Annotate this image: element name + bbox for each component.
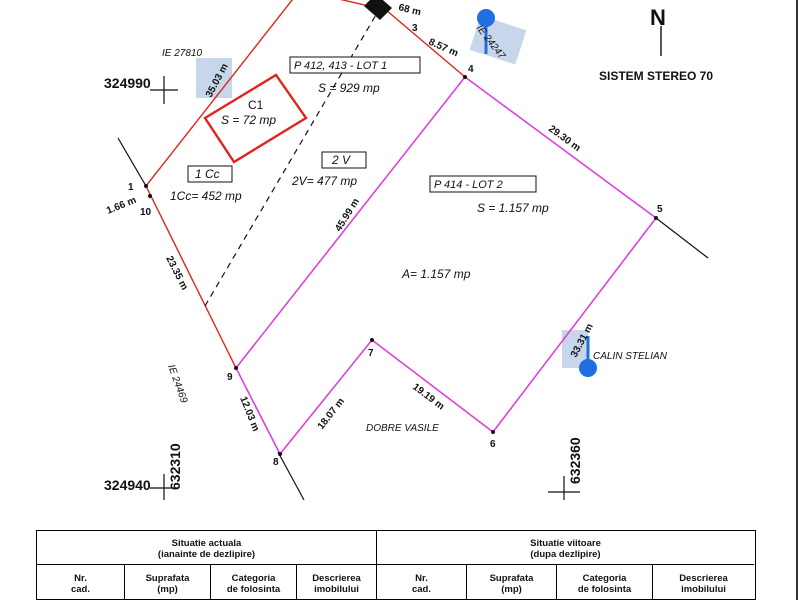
col-right-nr-cad-l1: Nr. xyxy=(415,573,428,584)
v-box xyxy=(321,151,367,169)
cadastral-plan: N SISTEM STEREO 70 324990 324940 632310 … xyxy=(104,0,713,500)
v-area: 2V= 477 mp xyxy=(291,174,357,188)
col-left-descrierea: Descrierea imobilului xyxy=(297,565,376,599)
lot1-title-box xyxy=(289,56,421,74)
table-left-header: Situatie actuala (ianainte de dezlipire) xyxy=(37,531,376,565)
ext-line-8 xyxy=(277,451,305,500)
point-10: 10 xyxy=(140,207,152,218)
table-future-situation: Situatie viitoare (dupa dezlipire) Nr. c… xyxy=(377,531,754,599)
vertex-7 xyxy=(370,338,374,342)
c1-area: S = 72 mp xyxy=(221,113,276,127)
building-c1 xyxy=(203,73,308,164)
table-right-header: Situatie viitoare (dupa dezlipire) xyxy=(377,531,754,565)
col-left-suprafata: Suprafata (mp) xyxy=(125,565,211,599)
dist-8-7: 18.07 m xyxy=(316,396,347,432)
col-right-suprafata-l2: (mp) xyxy=(501,584,522,595)
ext-line-1 xyxy=(117,137,147,187)
col-left-categoria-l1: Categoria xyxy=(231,573,276,584)
col-right-suprafata: Suprafata (mp) xyxy=(467,565,557,599)
dist-3-4: 8.57 m xyxy=(427,37,460,60)
vertex-4 xyxy=(463,75,467,79)
col-right-descrierea: Descrierea imobilului xyxy=(653,565,754,599)
dist-4-9: 45.99 m xyxy=(333,197,362,234)
col-left-nr-cad: Nr. cad. xyxy=(37,565,125,599)
vertex-10 xyxy=(148,194,152,198)
marker-top xyxy=(477,9,495,54)
north-label: N xyxy=(650,5,666,30)
highlight-35m xyxy=(196,58,232,98)
point-3: 3 xyxy=(412,23,418,34)
cc-area: 1Cc= 452 mp xyxy=(170,189,242,203)
neighbor-calin: CALIN STELIAN xyxy=(593,351,668,362)
marker-calin xyxy=(579,336,597,377)
neighbor-ie27810: IE 27810 xyxy=(162,48,202,59)
vertex-8 xyxy=(278,452,282,456)
col-right-descrierea-l2: imobilului xyxy=(681,584,726,595)
point-1: 1 xyxy=(128,182,134,193)
left-header-line2: (ianainte de dezlipire) xyxy=(157,549,256,560)
lot2-area: S = 1.157 mp xyxy=(477,201,549,215)
grid-x-right: 632360 xyxy=(567,437,583,484)
col-right-suprafata-l1: Suprafata xyxy=(489,573,534,584)
point-9: 9 xyxy=(227,372,233,383)
vertex-1 xyxy=(144,184,148,188)
lot2-boundary xyxy=(235,76,658,456)
lot1-top-edge-2 xyxy=(385,9,466,78)
cc-label: 1 Cc xyxy=(195,167,220,181)
parcel-table: Situatie actuala (ianainte de dezlipire)… xyxy=(36,530,756,600)
point-7: 7 xyxy=(368,348,374,359)
point-6: 6 xyxy=(490,439,496,450)
col-right-descrierea-l1: Descrierea xyxy=(679,573,728,584)
cc-box xyxy=(187,165,233,183)
table-current-situation: Situatie actuala (ianainte de dezlipire)… xyxy=(37,531,377,599)
neighbor-dobre: DOBRE VASILE xyxy=(366,423,439,434)
col-left-categoria: Categoria de folosinta xyxy=(211,565,297,599)
lot2-area-a: A= 1.157 mp xyxy=(401,267,471,281)
col-left-nr-cad-l1: Nr. xyxy=(74,573,87,584)
right-header-line1: Situatie viitoare xyxy=(530,538,601,549)
col-left-descrierea-l2: imobilului xyxy=(314,584,359,595)
lot2-title: P 414 - LOT 2 xyxy=(434,179,503,191)
lot1-title: P 412, 413 - LOT 1 xyxy=(294,60,387,72)
dist-10-9: 23.35 m xyxy=(163,254,190,292)
c1-label: C1 xyxy=(248,98,264,112)
left-header-line1: Situatie actuala xyxy=(171,538,242,549)
corner-block xyxy=(364,0,392,20)
dist-9-8: 12.03 m xyxy=(237,395,261,433)
col-right-categoria-l1: Categoria xyxy=(582,573,627,584)
point-4: 4 xyxy=(468,64,474,75)
col-right-categoria-l2: de folosinta xyxy=(577,584,632,595)
col-left-suprafata-l2: (mp) xyxy=(157,584,178,595)
dist-7-6: 19.19 m xyxy=(410,382,446,413)
col-right-nr-cad: Nr. cad. xyxy=(377,565,467,599)
ext-line-5 xyxy=(655,217,709,259)
col-left-descrierea-l1: Descrierea xyxy=(312,573,361,584)
point-8: 8 xyxy=(273,457,279,468)
dist-1-10: 1.66 m xyxy=(105,195,138,217)
v-label: 2 V xyxy=(331,153,351,167)
col-left-categoria-l2: de folosinta xyxy=(226,584,281,595)
system-label: SISTEM STEREO 70 xyxy=(599,69,713,83)
right-edge-line xyxy=(796,0,798,600)
grid-y-bottom: 324940 xyxy=(104,477,151,493)
col-right-categoria: Categoria de folosinta xyxy=(557,565,653,599)
col-left-nr-cad-l2: cad. xyxy=(70,584,90,595)
point-5: 5 xyxy=(657,204,663,215)
neighbor-ie24469: IE 24469 xyxy=(165,363,189,405)
vertex-9 xyxy=(234,366,238,370)
dist-top: 68 m xyxy=(397,2,422,18)
lot1-area: S = 929 mp xyxy=(318,81,380,95)
col-left-suprafata-l1: Suprafata xyxy=(145,573,190,584)
col-right-nr-cad-l2: cad. xyxy=(411,584,431,595)
grid-x-left: 632310 xyxy=(167,443,183,490)
right-header-line2: (dupa dezlipire) xyxy=(530,549,601,560)
lot2-title-box xyxy=(429,175,537,193)
vertex-5 xyxy=(654,216,658,220)
vertex-6 xyxy=(491,430,495,434)
grid-y-top: 324990 xyxy=(104,75,151,91)
highlight-ie24247 xyxy=(469,15,527,65)
